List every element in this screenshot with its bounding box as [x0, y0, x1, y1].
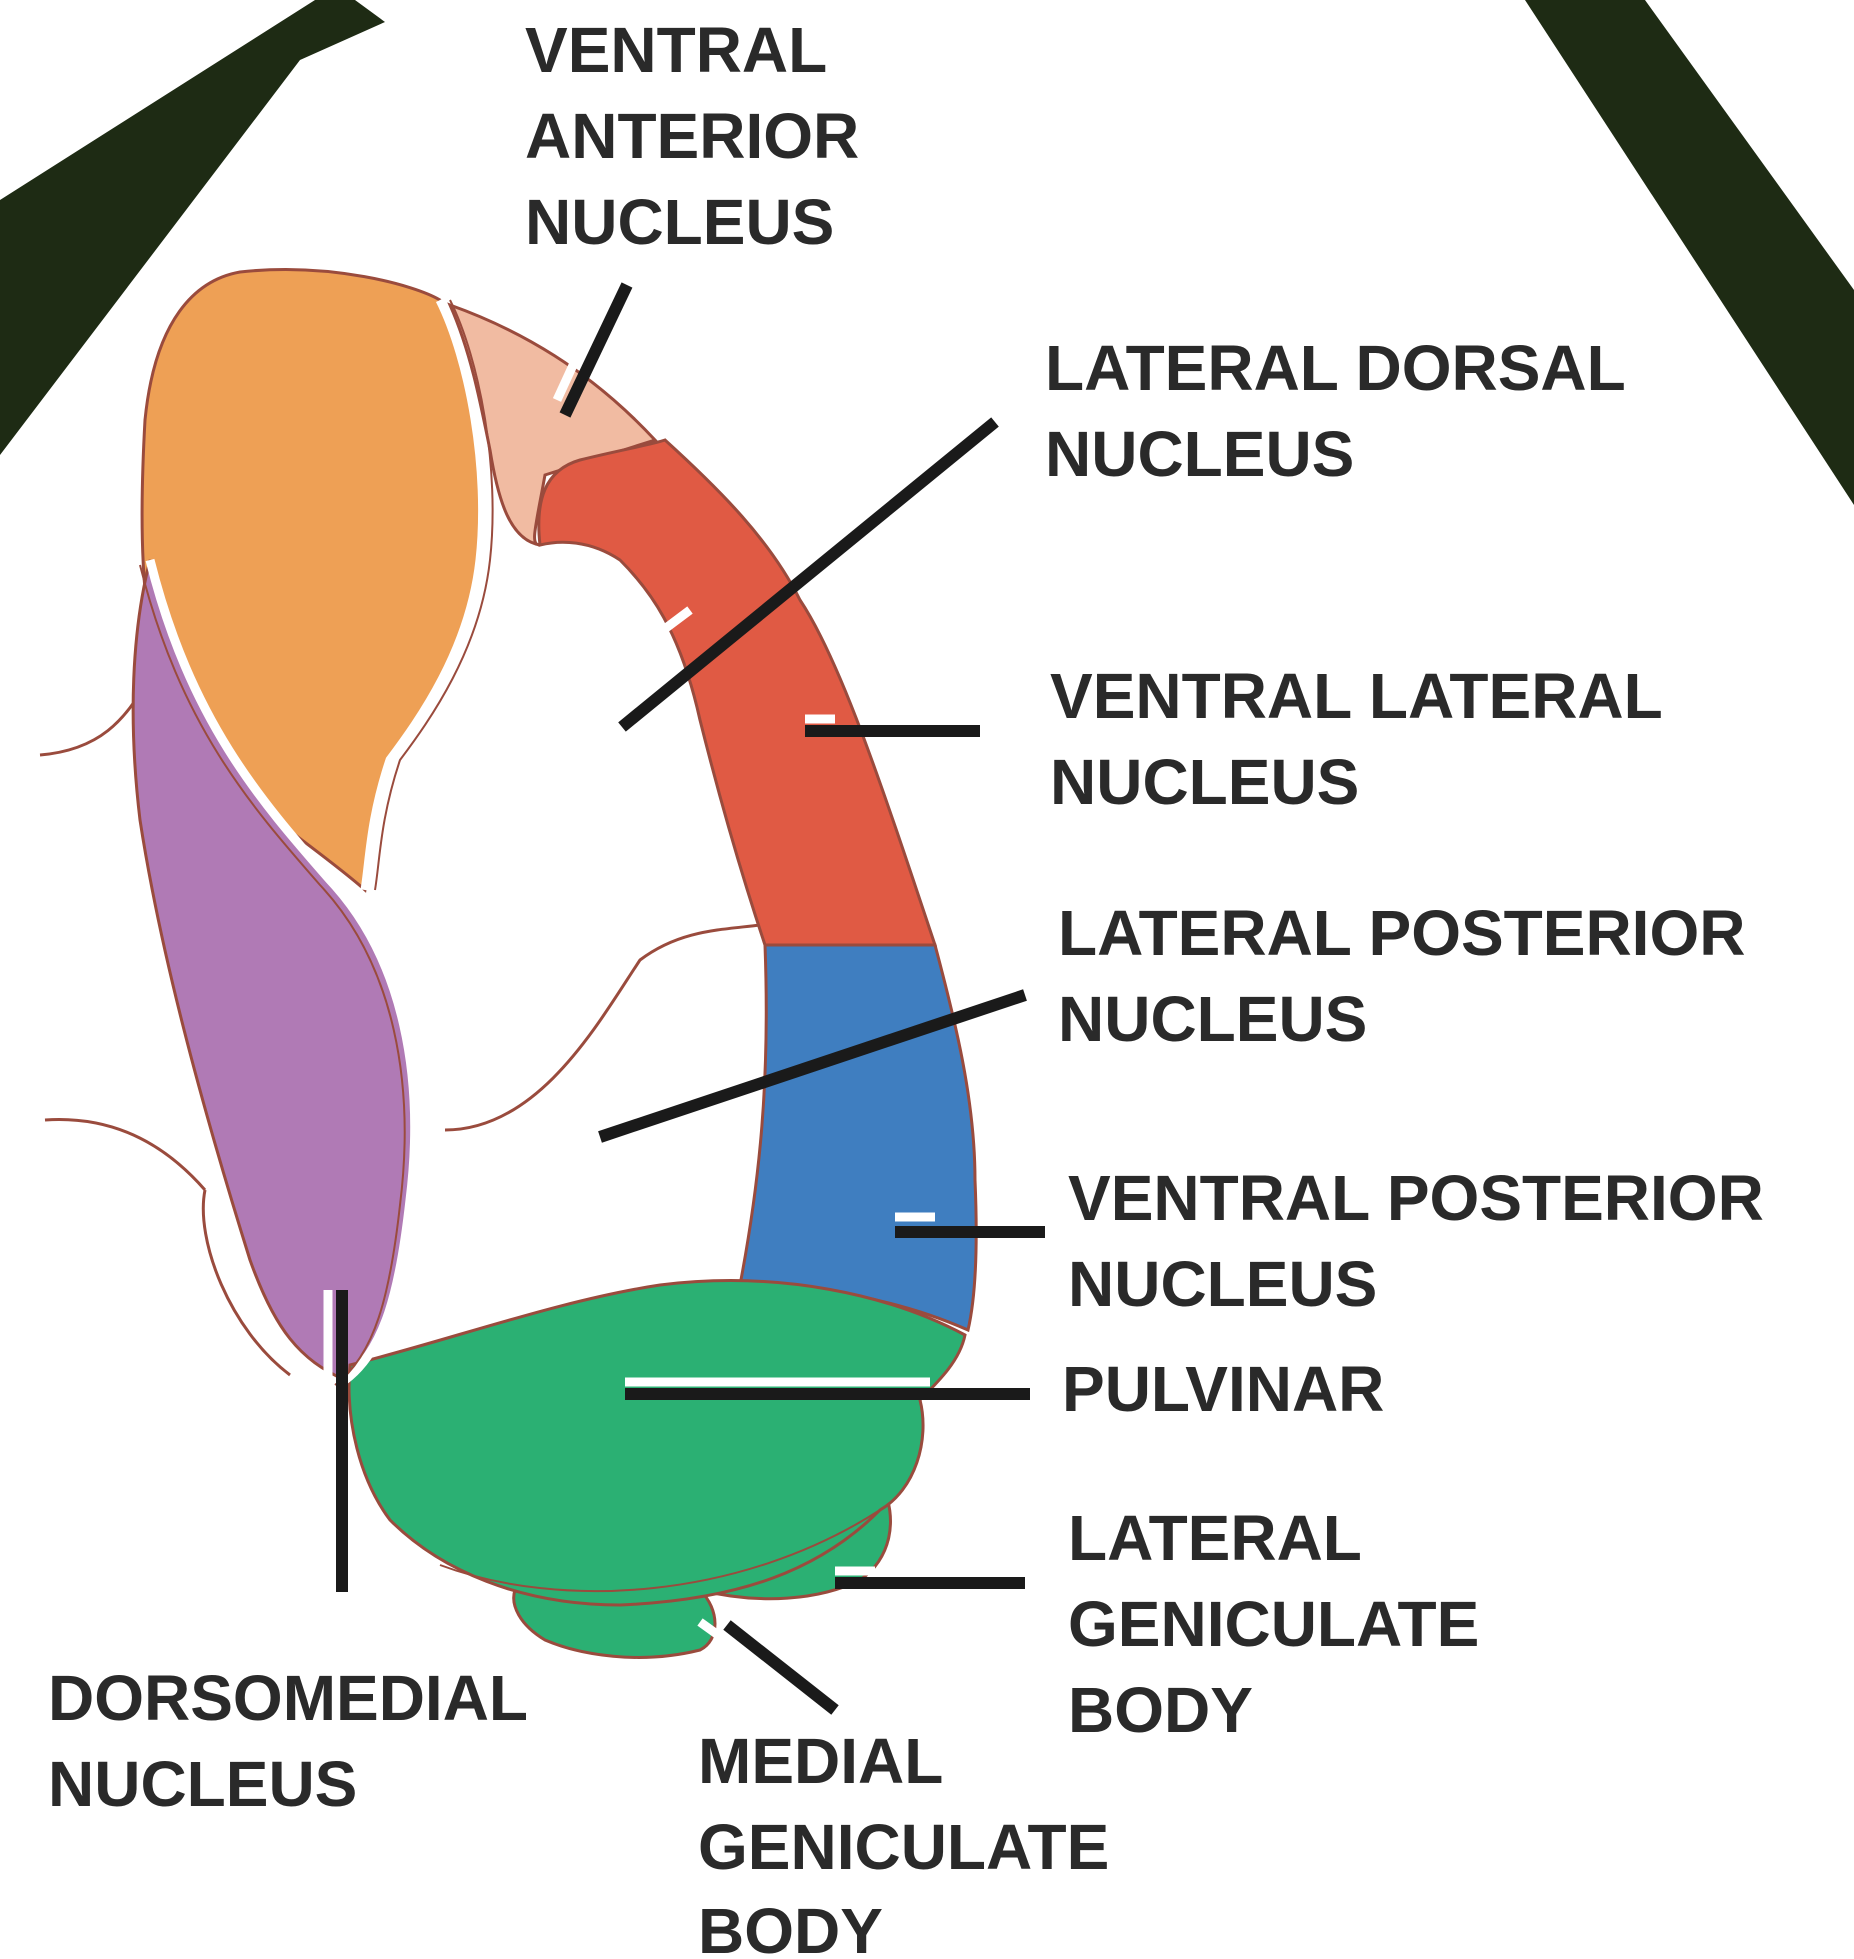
label-dorsomedial: DORSOMEDIAL NUCLEUS	[48, 1662, 528, 1820]
label-line: ANTERIOR	[525, 100, 859, 172]
label-line: LATERAL DORSAL	[1045, 332, 1626, 404]
label-line: LATERAL POSTERIOR	[1058, 897, 1745, 969]
label-line: LATERAL	[1068, 1502, 1362, 1574]
label-pulvinar: PULVINAR	[1062, 1353, 1384, 1425]
label-line: NUCLEUS	[48, 1748, 357, 1820]
label-line: MEDIAL	[698, 1725, 943, 1797]
right-frame-arrow	[1525, 0, 1854, 505]
label-line: BODY	[698, 1895, 883, 1959]
label-line: NUCLEUS	[525, 186, 834, 258]
label-ventral-anterior: VENTRAL ANTERIOR NUCLEUS	[525, 14, 859, 258]
leader-medial-geniculate	[727, 1625, 835, 1710]
label-lateral-dorsal: LATERAL DORSAL NUCLEUS	[1045, 332, 1626, 490]
label-lateral-geniculate: LATERAL GENICULATE BODY	[1068, 1502, 1479, 1746]
label-line: VENTRAL LATERAL	[1050, 660, 1663, 732]
label-line: DORSOMEDIAL	[48, 1662, 528, 1734]
label-line: GENICULATE	[698, 1811, 1109, 1883]
label-ventral-posterior: VENTRAL POSTERIOR NUCLEUS	[1068, 1162, 1764, 1320]
label-line: NUCLEUS	[1058, 983, 1367, 1055]
label-medial-geniculate: MEDIAL GENICULATE BODY	[698, 1725, 1109, 1959]
label-line: VENTRAL	[525, 14, 827, 86]
label-line: BODY	[1068, 1674, 1253, 1746]
label-line: NUCLEUS	[1045, 418, 1354, 490]
label-line: VENTRAL POSTERIOR	[1068, 1162, 1764, 1234]
label-line: GENICULATE	[1068, 1588, 1479, 1660]
label-line: PULVINAR	[1062, 1353, 1384, 1425]
label-ventral-lateral: VENTRAL LATERAL NUCLEUS	[1050, 660, 1663, 818]
label-lateral-posterior: LATERAL POSTERIOR NUCLEUS	[1058, 897, 1745, 1055]
label-line: NUCLEUS	[1050, 746, 1359, 818]
label-line: NUCLEUS	[1068, 1248, 1377, 1320]
lateral-posterior-ventral-posterior-region	[740, 945, 976, 1330]
